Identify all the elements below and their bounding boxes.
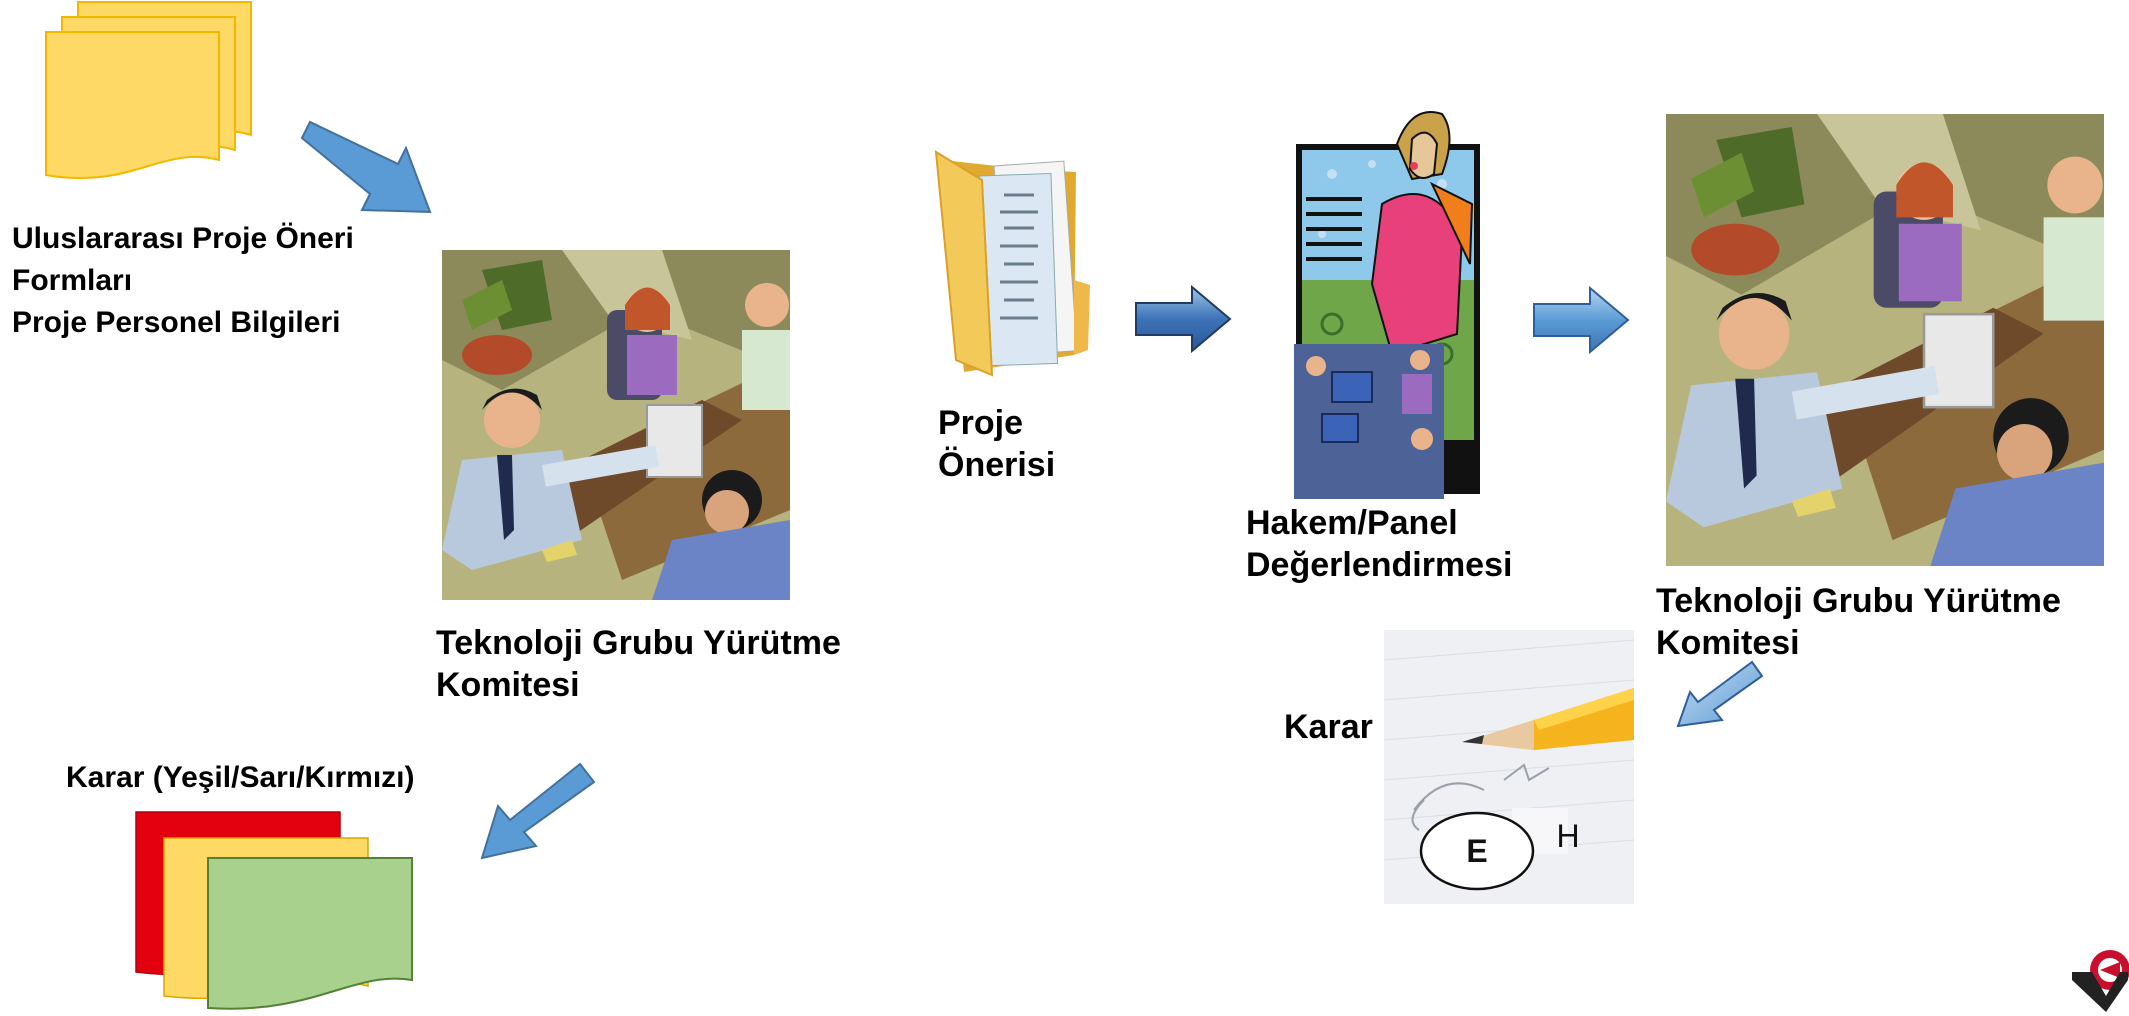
- decision-paper-image: E H: [1383, 630, 1635, 904]
- forms-label-line1: Uluslararası Proje Öneri: [12, 222, 354, 255]
- committee-right-line1: Teknoloji Grubu Yürütme: [1656, 582, 2061, 620]
- arrow-down-left-icon-2: [1676, 660, 1764, 728]
- arrow-down-left-icon: [480, 762, 596, 860]
- proposal-folder-icon: [934, 150, 1090, 377]
- review-label-line2: Değerlendirmesi: [1246, 546, 1513, 584]
- decision-option-no: H: [1556, 818, 1579, 854]
- tubitak-logo-icon: [2072, 950, 2129, 1012]
- reviewer-image: [1294, 111, 1480, 499]
- committee-left-line1: Teknoloji Grubu Yürütme: [436, 624, 841, 662]
- committee-left-line2: Komitesi: [436, 666, 580, 704]
- forms-label: Uluslararası Proje Öneri Formları Proje …: [12, 218, 354, 344]
- decision-colors-label: Karar (Yeşil/Sarı/Kırmızı): [66, 761, 415, 794]
- decision-option-yes: E: [1466, 833, 1487, 869]
- arrow-right-icon: [1135, 284, 1232, 354]
- committee-meeting-image: [442, 250, 790, 600]
- review-label: Hakem/Panel Değerlendirmesi: [1246, 502, 1512, 586]
- arrow-down-right-icon: [300, 120, 432, 214]
- proposal-label-line1: Proje: [938, 404, 1024, 442]
- committee-meeting-image-right: [1666, 114, 2104, 566]
- decision-label: Karar: [1284, 708, 1373, 746]
- proposal-label-line2: Önerisi: [938, 446, 1056, 484]
- committee-left-label: Teknoloji Grubu Yürütme Komitesi: [436, 622, 841, 706]
- forms-label-line3: Proje Personel Bilgileri: [12, 306, 341, 339]
- committee-right-line2: Komitesi: [1656, 624, 1800, 662]
- committee-right-label: Teknoloji Grubu Yürütme Komitesi: [1656, 580, 2061, 664]
- forms-label-line2: Formları: [12, 264, 133, 297]
- proposal-label: Proje Önerisi: [938, 402, 1055, 486]
- arrow-right-icon-2: [1533, 285, 1630, 355]
- decision-documents-icon: [135, 811, 413, 1010]
- review-label-line1: Hakem/Panel: [1246, 504, 1458, 542]
- form-documents-icon: [45, 1, 252, 180]
